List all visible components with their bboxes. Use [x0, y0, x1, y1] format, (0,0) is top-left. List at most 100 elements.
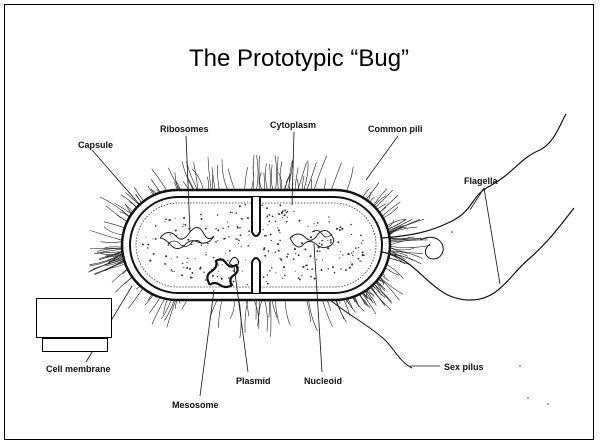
pilus — [269, 164, 270, 190]
pilus — [90, 230, 123, 240]
cytoplasm-granule — [218, 265, 219, 266]
label-plasmid: Plasmid — [236, 376, 271, 386]
cytoplasm-granule — [239, 227, 241, 229]
cytoplasm-granule — [282, 217, 283, 218]
cytoplasm-granule — [352, 255, 353, 256]
cytoplasm-granule — [248, 230, 250, 232]
label-ribosomes: Ribosomes — [160, 124, 209, 134]
cytoplasm-granule — [149, 260, 151, 262]
cytoplasm-granule — [286, 221, 288, 223]
cytoplasm-granule — [277, 227, 278, 228]
cytoplasm-granule — [339, 257, 340, 258]
cytoplasm-granule — [175, 229, 177, 231]
cytoplasm-granule — [294, 248, 296, 250]
cytoplasm-granule — [182, 226, 183, 227]
cytoplasm-granule — [279, 204, 281, 206]
cytoplasm-granule — [330, 242, 332, 244]
cytoplasm-granule — [279, 240, 281, 242]
cytoplasm-granule — [227, 221, 228, 222]
leader-flagella-2 — [484, 188, 500, 284]
cytoplasm-granule — [267, 274, 269, 276]
cytoplasm-granule — [245, 204, 247, 206]
cytoplasm-granule — [328, 268, 329, 269]
cytoplasm-granule — [293, 211, 294, 212]
cytoplasm-granule — [175, 218, 176, 219]
cytoplasm-granule — [267, 224, 268, 225]
cytoplasm-granule — [233, 280, 235, 282]
cytoplasm-granule — [275, 221, 277, 223]
cytoplasm-granule — [203, 271, 204, 272]
cytoplasm-granule — [248, 234, 249, 235]
leader-common-pili — [366, 136, 398, 180]
cytoplasm-granule — [295, 271, 296, 272]
cytoplasm-granule — [238, 243, 239, 244]
pilus — [285, 299, 290, 325]
cytoplasm-granule — [229, 250, 231, 252]
cytoplasm-granule — [142, 244, 144, 246]
cytoplasm-granule — [191, 272, 193, 274]
cytoplasm-granule — [302, 266, 304, 268]
cytoplasm-granule — [170, 234, 171, 235]
cytoplasm-granule — [241, 218, 242, 219]
cytoplasm-granule — [200, 214, 202, 216]
cytoplasm-granule — [313, 223, 314, 224]
cytoplasm-granule — [228, 277, 230, 279]
cytoplasm-granule — [321, 269, 323, 271]
cytoplasm-granule — [284, 210, 286, 212]
cytoplasm-granule — [183, 217, 185, 219]
label-sex-pilus: Sex pilus — [444, 362, 484, 372]
pilus — [101, 242, 123, 243]
label-cell-membrane: Cell membrane — [46, 364, 111, 374]
cytoplasm-granule — [310, 236, 312, 238]
pilus — [245, 300, 248, 333]
cytoplasm-granule — [217, 229, 219, 231]
pilus — [260, 172, 262, 190]
cytoplasm-granule — [347, 253, 349, 255]
cytoplasm-granule — [310, 255, 312, 257]
cytoplasm-granule — [165, 255, 167, 257]
cytoplasm-granule — [330, 239, 332, 241]
cytoplasm-granule — [247, 245, 249, 247]
cytoplasm-granule — [237, 226, 239, 228]
septum-top — [252, 197, 260, 236]
cytoplasm-granule — [190, 277, 192, 279]
pilus — [265, 163, 267, 190]
cytoplasm-granule — [351, 234, 352, 235]
pilus — [284, 174, 291, 192]
cytoplasm-granule — [279, 232, 280, 233]
cytoplasm-granule — [287, 217, 288, 218]
pilus — [264, 300, 267, 332]
pilus — [270, 300, 271, 337]
cytoplasm-granule — [351, 252, 352, 253]
cytoplasm-granule — [340, 268, 341, 269]
cytoplasm-granule — [293, 258, 295, 260]
cytoplasm-granule — [275, 272, 276, 273]
cytoplasm-granule — [341, 228, 343, 230]
cytoplasm-granule — [337, 241, 339, 243]
cytoplasm-granule — [362, 251, 364, 253]
cytoplasm-granule — [298, 277, 300, 279]
cytoplasm-granule — [145, 237, 146, 238]
cytoplasm-granule — [281, 212, 283, 214]
cytoplasm-granule — [227, 260, 229, 262]
cytoplasm-granule — [147, 244, 149, 246]
cytoplasm-granule — [153, 253, 155, 255]
cytoplasm-granule — [277, 243, 279, 245]
cytoplasm-granule — [321, 240, 322, 241]
cytoplasm-granule — [199, 268, 201, 270]
pilus — [387, 219, 420, 234]
cytoplasm-granule — [351, 263, 353, 265]
cytoplasm-granule — [263, 276, 265, 278]
cytoplasm-granule — [217, 240, 218, 241]
cytoplasm-granule — [358, 258, 360, 260]
pilus — [217, 165, 219, 192]
pilus — [259, 300, 262, 315]
cytoplasm-granule — [268, 221, 270, 223]
cytoplasm-granule — [286, 212, 287, 213]
cytoplasm-granule — [185, 225, 186, 226]
cytoplasm-granule — [310, 276, 312, 278]
cytoplasm-granule — [223, 238, 225, 240]
cytoplasm-granule — [171, 269, 173, 271]
label-capsule: Capsule — [78, 140, 113, 150]
pilus — [264, 173, 265, 190]
